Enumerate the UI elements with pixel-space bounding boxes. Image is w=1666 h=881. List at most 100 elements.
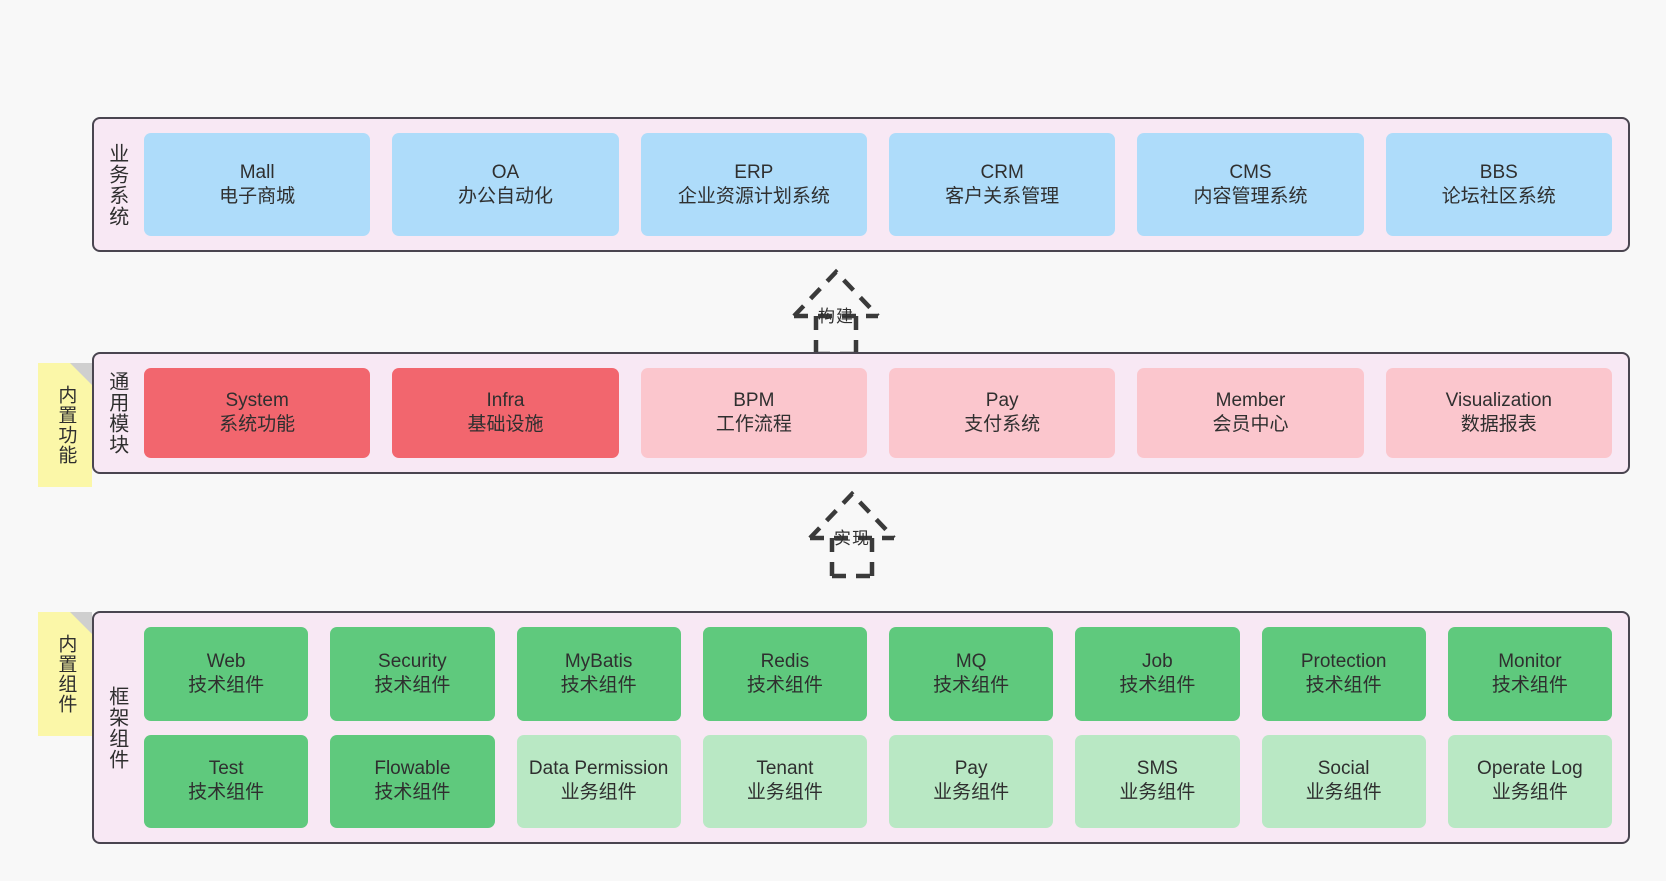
module-box-member[interactable]: Member 会员中心 [1137,368,1364,458]
module-box-mall[interactable]: Mall 电子商城 [144,133,371,236]
module-name: BPM [733,390,775,412]
component-name: MyBatis [564,650,633,672]
module-name: Visualization [1445,390,1552,412]
component-box-web[interactable]: Web 技术组件 [144,627,309,721]
component-subtitle: 业务组件 [1305,782,1382,804]
component-box-flowable[interactable]: Flowable 技术组件 [330,734,495,828]
note-label: 内置组件 [55,634,77,714]
module-name: ERP [734,161,774,183]
component-name: Job [1142,650,1173,672]
component-name: Operate Log [1477,758,1583,780]
module-name: OA [491,161,520,183]
module-name: BBS [1479,161,1518,183]
connector-label-implement: 实现 [834,529,870,548]
component-subtitle: 技术组件 [374,782,451,804]
note-fold-corner-icon [70,363,92,385]
component-name: Security [378,650,447,672]
component-subtitle: 技术组件 [746,674,823,696]
component-name: Social [1317,758,1370,780]
dashed-arrow-icon [808,490,896,579]
component-subtitle: 业务组件 [560,782,637,804]
layer-title-business-systems: 业务系统 [105,142,128,227]
module-name: Infra [486,390,525,412]
component-box-data-permission[interactable]: Data Permission 业务组件 [516,734,681,828]
connector-implement: 实现 [806,488,956,579]
component-box-test[interactable]: Test 技术组件 [144,734,309,828]
component-subtitle: 业务组件 [746,782,823,804]
component-name: Tenant [756,758,814,780]
module-subtitle: 工作流程 [715,414,792,435]
module-subtitle: 会员中心 [1212,414,1289,435]
component-box-operate-log[interactable]: Operate Log 业务组件 [1447,734,1612,828]
module-box-cms[interactable]: CMS 内容管理系统 [1137,133,1364,236]
layer-framework-components: 框架组件 Web 技术组件 Security 技术组件 MyBatis 技术组件… [92,611,1630,844]
module-name: System [225,390,289,412]
module-name: Member [1215,390,1286,412]
layer-common-modules: 通用模块 System 系统功能 Infra 基础设施 BPM 工作流程 Pay… [92,352,1630,474]
component-box-sms[interactable]: SMS 业务组件 [1075,734,1240,828]
box-row: Test 技术组件 Flowable 技术组件 Data Permission … [144,734,1612,828]
note-builtin-features: 内置功能 [38,363,92,487]
component-subtitle: 技术组件 [1491,674,1568,696]
box-row: Mall 电子商城 OA 办公自动化 ERP 企业资源计划系统 CRM 客户关系… [144,133,1612,236]
component-box-mq[interactable]: MQ 技术组件 [889,627,1054,721]
module-name: Pay [985,390,1019,412]
module-box-crm[interactable]: CRM 客户关系管理 [888,133,1116,236]
note-fold-corner-icon [70,612,92,634]
component-box-monitor[interactable]: Monitor 技术组件 [1447,627,1612,721]
module-box-oa[interactable]: OA 办公自动化 [392,133,619,236]
component-name: Redis [760,650,810,672]
layer-title-framework-components: 框架组件 [105,685,128,770]
component-name: Data Permission [528,758,669,780]
note-builtin-components: 内置组件 [38,612,92,736]
component-box-pay[interactable]: Pay 业务组件 [889,734,1054,828]
module-name: CRM [980,161,1024,183]
module-subtitle: 办公自动化 [457,185,553,207]
module-subtitle: 企业资源计划系统 [677,185,830,207]
box-row: System 系统功能 Infra 基础设施 BPM 工作流程 Pay 支付系统… [144,368,1612,458]
component-name: Protection [1300,650,1387,672]
connector-label-build: 构建 [818,307,854,326]
module-name: CMS [1229,161,1272,183]
component-box-tenant[interactable]: Tenant 业务组件 [702,734,867,828]
module-box-bbs[interactable]: BBS 论坛社区系统 [1385,133,1612,236]
module-subtitle: 基础设施 [467,414,544,435]
box-row: Web 技术组件 Security 技术组件 MyBatis 技术组件 Redi… [144,627,1612,721]
layer-body-framework-components: Web 技术组件 Security 技术组件 MyBatis 技术组件 Redi… [138,613,1628,842]
module-subtitle: 论坛社区系统 [1441,185,1556,207]
component-box-protection[interactable]: Protection 技术组件 [1261,627,1426,721]
connector-build: 构建 [790,266,940,357]
layer-body-common-modules: System 系统功能 Infra 基础设施 BPM 工作流程 Pay 支付系统… [138,354,1628,472]
component-subtitle: 技术组件 [1119,674,1196,696]
module-box-erp[interactable]: ERP 企业资源计划系统 [640,133,867,236]
component-box-job[interactable]: Job 技术组件 [1075,627,1240,721]
component-subtitle: 业务组件 [1119,782,1196,804]
component-subtitle: 业务组件 [933,782,1010,804]
layer-business-systems: 业务系统 Mall 电子商城 OA 办公自动化 ERP 企业资源计划系统 CRM… [92,117,1630,252]
component-box-mybatis[interactable]: MyBatis 技术组件 [516,627,681,721]
component-name: SMS [1136,758,1178,780]
dashed-arrow-icon [792,268,880,357]
module-box-system[interactable]: System 系统功能 [144,368,371,458]
module-subtitle: 电子商城 [219,185,296,207]
module-box-bpm[interactable]: BPM 工作流程 [640,368,867,458]
component-subtitle: 技术组件 [374,674,451,696]
component-box-security[interactable]: Security 技术组件 [330,627,495,721]
component-name: Flowable [374,758,451,780]
module-subtitle: 支付系统 [964,414,1041,435]
component-box-redis[interactable]: Redis 技术组件 [702,627,867,721]
note-label: 内置功能 [55,385,77,465]
module-subtitle: 内容管理系统 [1193,185,1308,207]
component-box-social[interactable]: Social 业务组件 [1261,734,1426,828]
component-subtitle: 技术组件 [188,674,265,696]
component-subtitle: 技术组件 [188,782,265,804]
module-box-visualization[interactable]: Visualization 数据报表 [1385,368,1612,458]
component-subtitle: 业务组件 [1491,782,1568,804]
module-box-pay[interactable]: Pay 支付系统 [888,368,1116,458]
component-name: Test [208,758,244,780]
component-name: Web [206,650,246,672]
component-name: MQ [955,650,987,672]
module-box-infra[interactable]: Infra 基础设施 [392,368,619,458]
layer-body-business-systems: Mall 电子商城 OA 办公自动化 ERP 企业资源计划系统 CRM 客户关系… [138,119,1628,250]
module-subtitle: 客户关系管理 [945,185,1060,207]
